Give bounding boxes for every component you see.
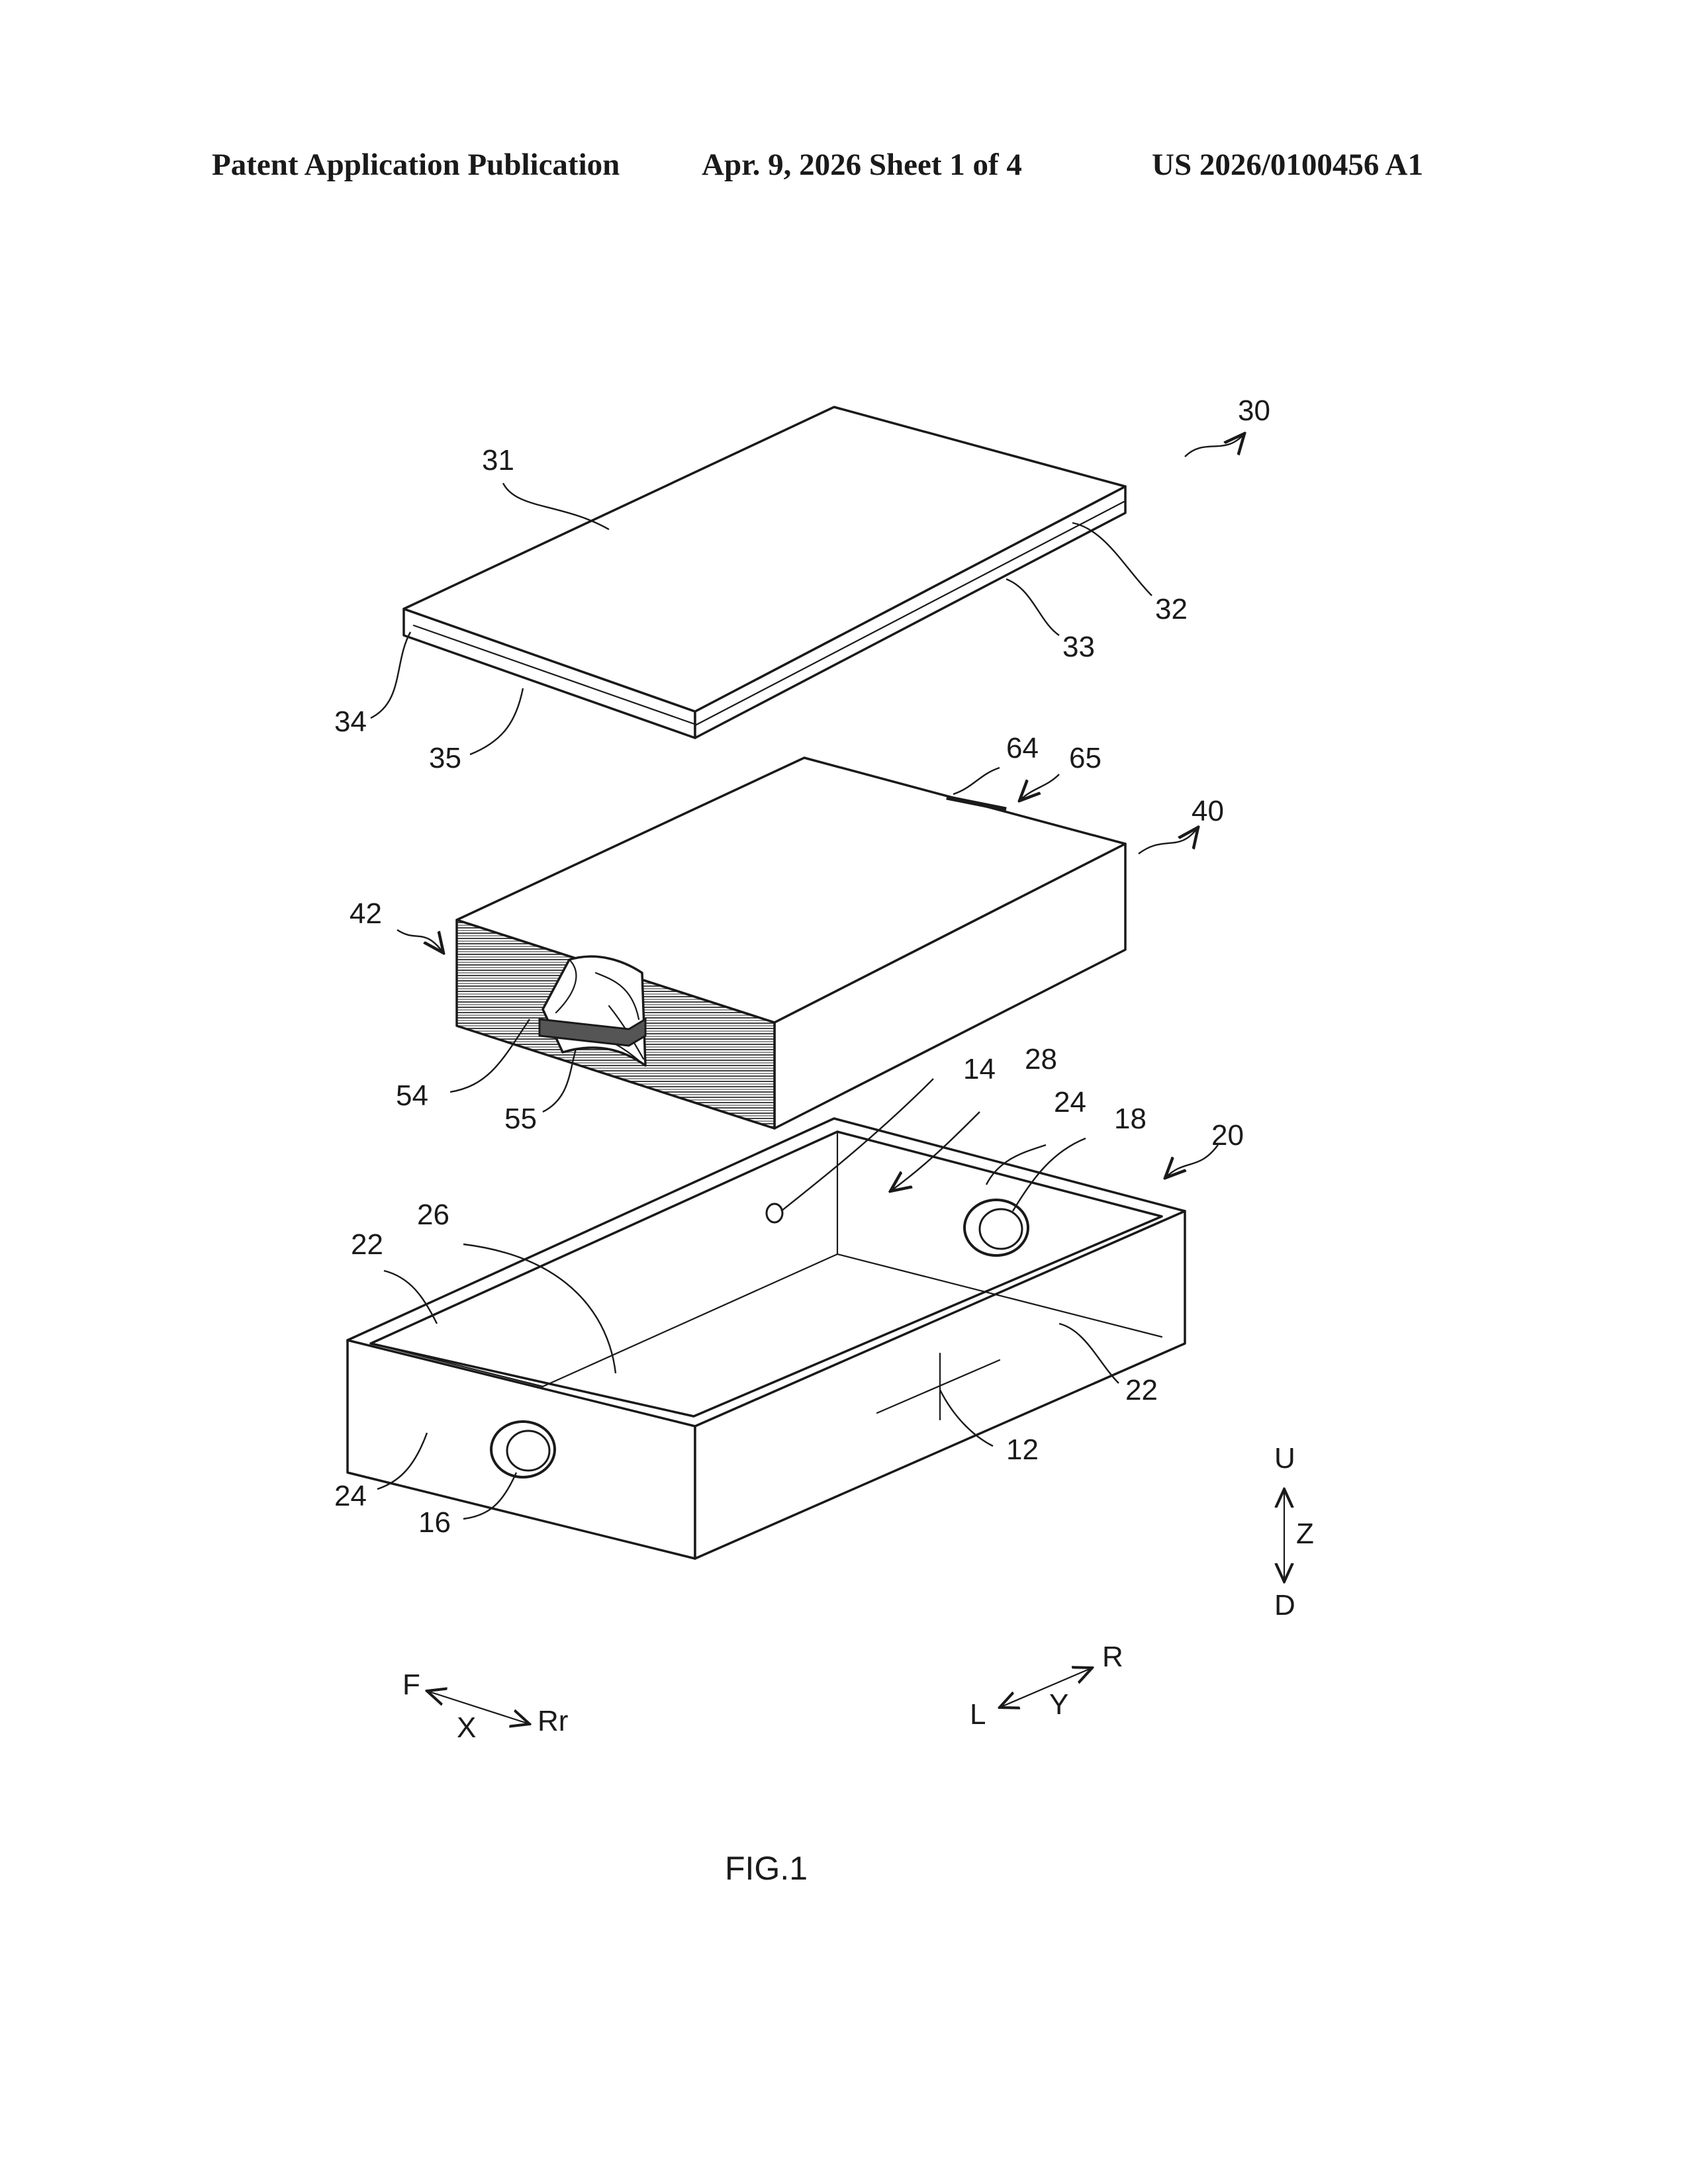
axis-x-indicator: F X Rr [402, 1668, 568, 1744]
label-33: 33 [1062, 631, 1095, 663]
axis-z-label: Z [1296, 1518, 1314, 1550]
label-31: 31 [482, 444, 514, 477]
axis-up-label: U [1274, 1442, 1295, 1475]
label-32: 32 [1155, 593, 1188, 625]
battery-case [348, 1118, 1185, 1559]
label-55: 55 [504, 1103, 537, 1135]
label-26: 26 [417, 1199, 449, 1231]
label-22-right: 22 [1125, 1374, 1158, 1406]
label-16: 16 [418, 1506, 451, 1539]
figure-caption: FIG.1 [725, 1850, 808, 1887]
label-22-left: 22 [351, 1228, 383, 1261]
label-34: 34 [334, 705, 367, 738]
label-30: 30 [1238, 394, 1270, 427]
label-14: 14 [963, 1053, 996, 1085]
axis-z-indicator: U Z D [1274, 1442, 1314, 1621]
label-42: 42 [350, 897, 382, 930]
axis-y-indicator: R Y L [970, 1641, 1123, 1731]
label-40: 40 [1192, 795, 1224, 827]
axis-x-label: X [457, 1711, 476, 1744]
axis-right-label: R [1102, 1641, 1123, 1673]
label-35: 35 [429, 742, 461, 774]
label-28: 28 [1025, 1043, 1057, 1075]
axis-down-label: D [1274, 1589, 1295, 1621]
axis-y-label: Y [1049, 1688, 1068, 1721]
label-65: 65 [1069, 742, 1102, 774]
axis-left-label: L [970, 1698, 986, 1731]
label-24-lower: 24 [334, 1480, 367, 1512]
port-16 [491, 1422, 555, 1477]
label-24-upper: 24 [1054, 1086, 1086, 1118]
label-12: 12 [1006, 1433, 1039, 1466]
label-64: 64 [1006, 732, 1039, 764]
port-18 [964, 1200, 1028, 1255]
hole-14 [767, 1204, 782, 1222]
label-20: 20 [1211, 1119, 1244, 1152]
axis-rear-label: Rr [538, 1705, 568, 1737]
axis-front-label: F [402, 1668, 420, 1701]
label-18: 18 [1114, 1103, 1147, 1135]
label-54: 54 [396, 1079, 428, 1112]
